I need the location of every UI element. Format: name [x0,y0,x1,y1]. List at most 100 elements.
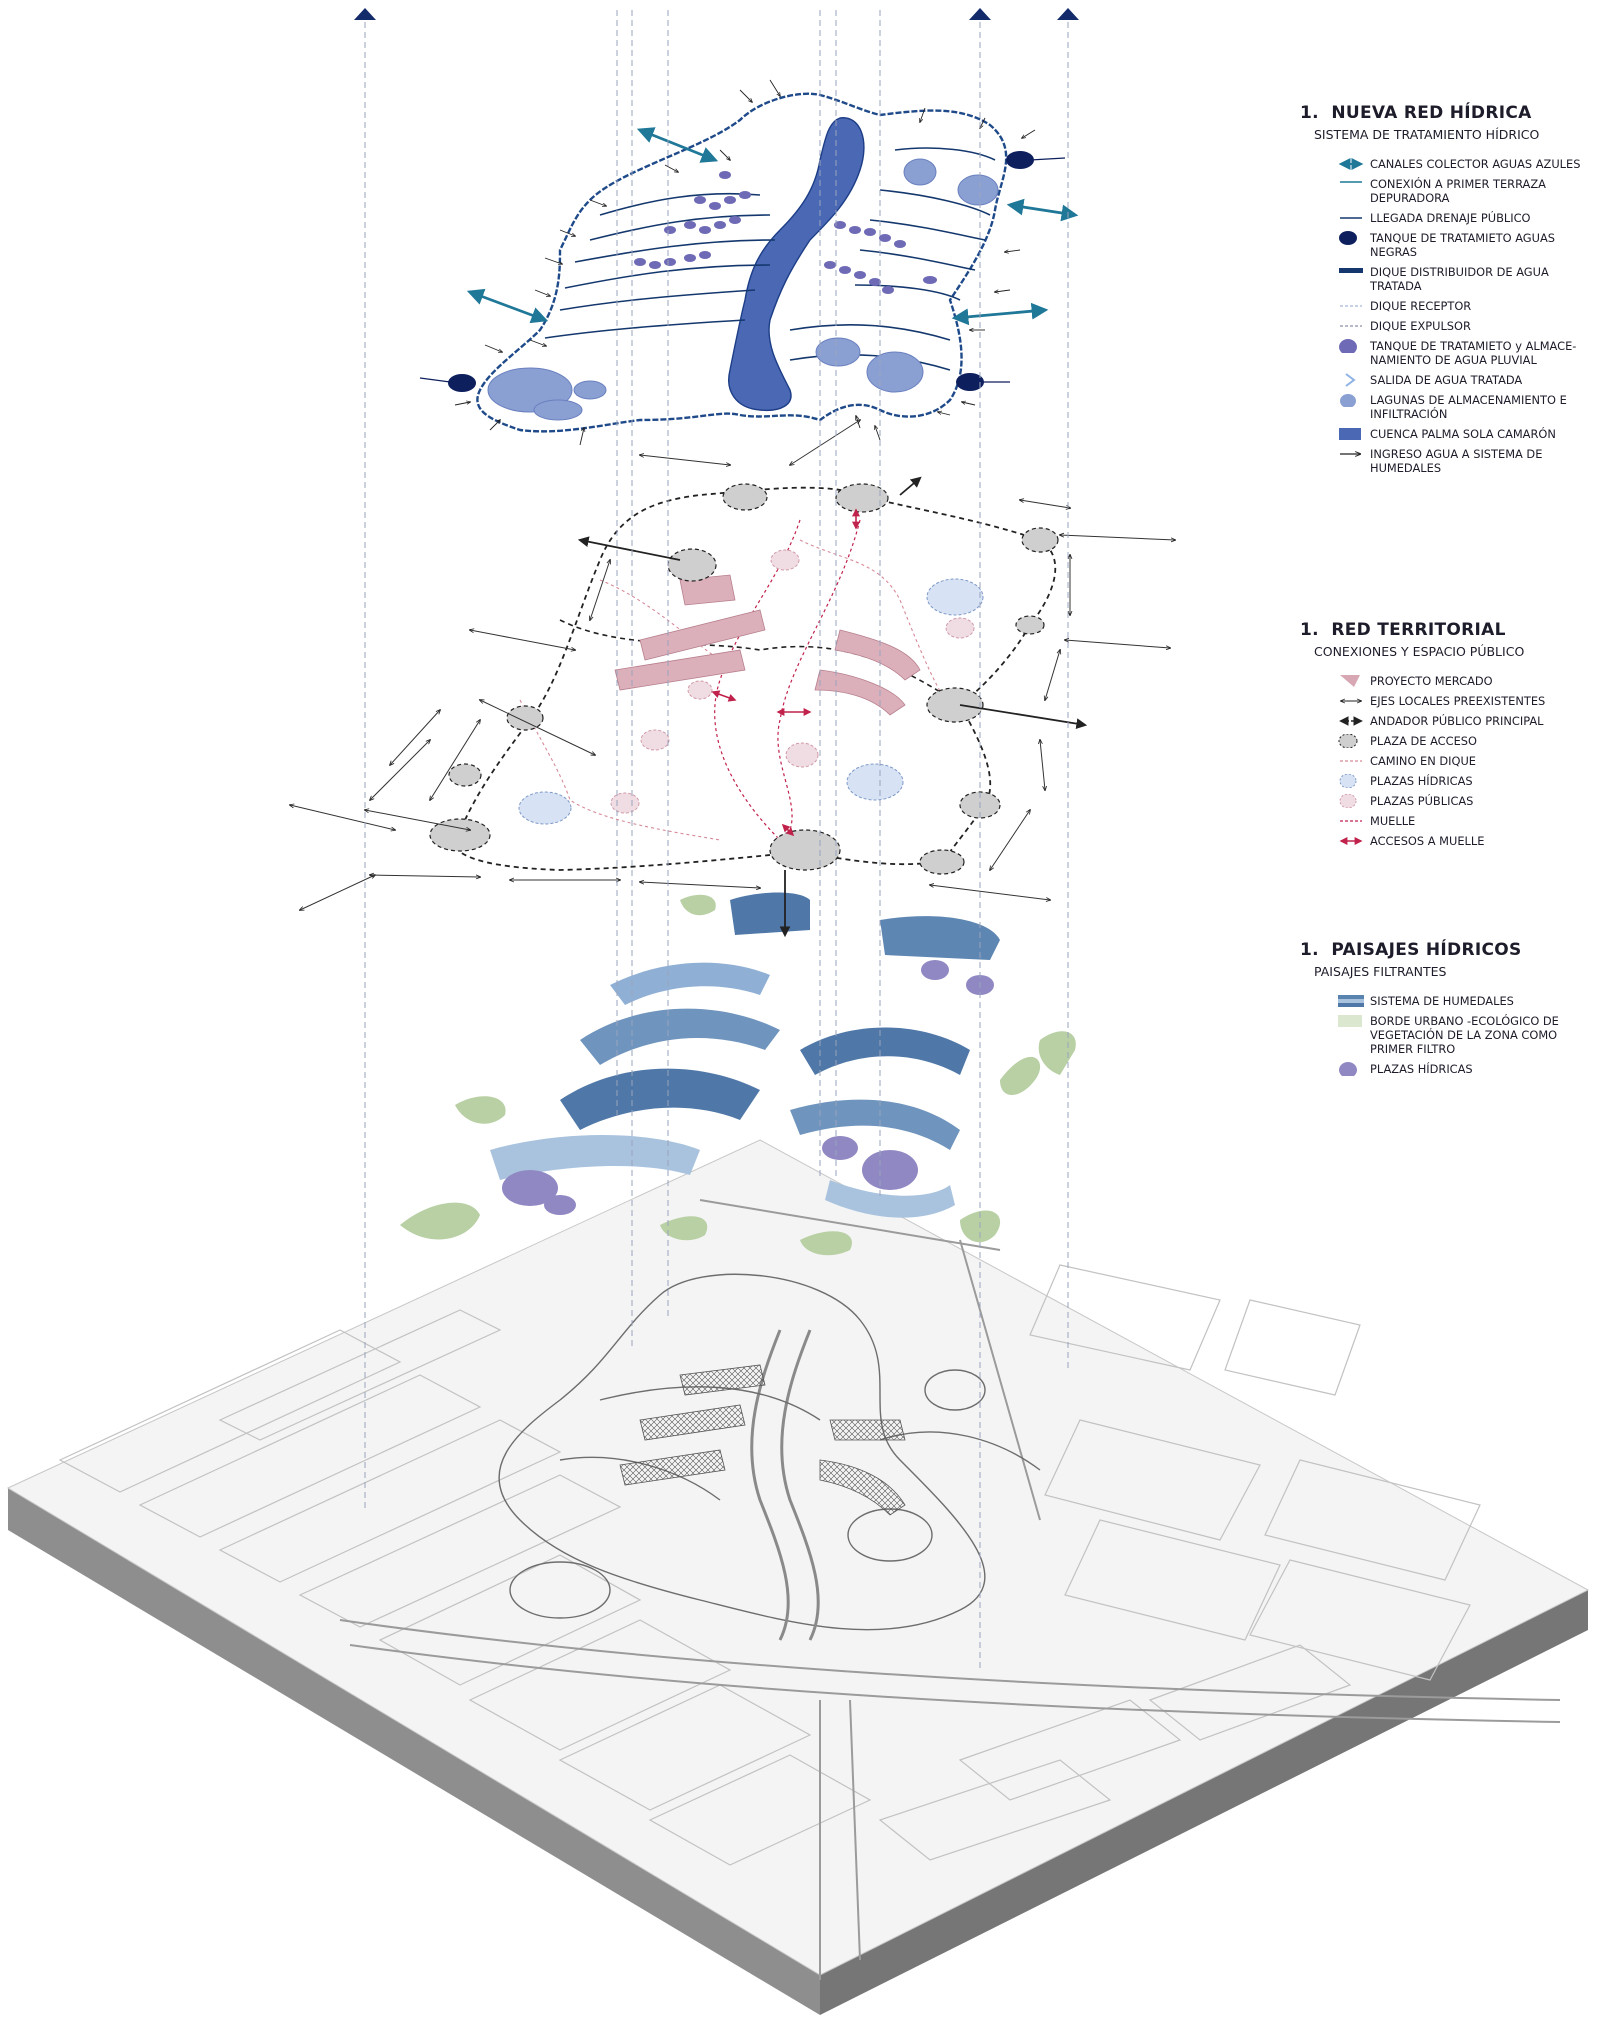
market-projects [615,575,920,715]
layer-nueva-red-hidrica [420,80,1075,445]
double-arrow-dashed-icon [1338,714,1364,728]
legend-item: PLAZA DE ACCESO [1300,734,1590,748]
legend-item: EJES LOCALES PREEXISTENTES [1300,694,1590,708]
north-marker-icon [354,8,376,20]
hydric-plaza-purple [544,1195,576,1215]
base-city-layer [8,1140,1588,2015]
vegetation-patch [680,895,716,915]
dashed-grey-icon [1338,319,1364,333]
legend-item: LAGUNAS DE ALMACENAMIENTO E INFILTRACIÓN [1300,393,1590,421]
legend-item: DIQUE EXPULSOR [1300,319,1590,333]
rect-green-icon [1338,1014,1364,1028]
dashed-pink-icon [1338,754,1364,768]
legend-item: INGRESO AGUA A SISTEMA DE HUMEDALES [1300,447,1590,475]
legend-paisajes-hidricos: 1. PAISAJES HÍDRICOS PAISAJES FILTRANTES… [1300,940,1600,1082]
plaza-de-acceso [449,764,481,786]
vegetation-patch [1039,1031,1076,1075]
legend-item: BORDE URBANO -ECOLÓGICO DE VEGETACIÓN DE… [1300,1014,1590,1056]
legend-title: 1. NUEVA RED HÍDRICA [1300,103,1600,123]
wetland-band [560,1069,760,1130]
legend-red-territorial: 1. RED TERRITORIAL CONEXIONES Y ESPACIO … [1300,620,1600,854]
vegetation-patch [400,1203,480,1240]
wetland-band [880,916,1000,960]
cuenca-palma-sola-camaron [729,118,864,411]
legend-item: CANALES COLECTOR AGUAS AZULES [1300,157,1590,171]
dashed-light-icon [1338,299,1364,313]
hydric-plaza-purple [921,960,949,980]
line-teal-icon [1338,177,1364,191]
circle-grey-icon [1338,734,1364,748]
blob-blue-icon [1338,393,1364,407]
wetland-band [730,893,810,936]
legend-item: PLAZAS HÍDRICAS [1300,1062,1590,1076]
legend-title: 1. PAISAJES HÍDRICOS [1300,940,1600,960]
legend-item: CUENCA PALMA SOLA CAMARÓN [1300,427,1590,441]
legend-item: CAMINO EN DIQUE [1300,754,1590,768]
wetland-band [610,963,770,1005]
double-arrow-red-icon [1338,834,1364,848]
layer-red-territorial [290,420,1175,935]
bar-navy-icon [1338,265,1364,279]
wetland-band [580,1009,780,1065]
legend-list: SISTEMA DE HUMEDALES BORDE URBANO -ECOLÓ… [1300,994,1600,1076]
legend-list: PROYECTO MERCADO EJES LOCALES PREEXISTEN… [1300,674,1600,848]
circle-pink-icon [1338,794,1364,808]
legend-item: DIQUE DISTRIBUIDOR DE AGUA TRATADA [1300,265,1590,293]
legend-item: MUELLE [1300,814,1590,828]
wetland-band [790,1100,960,1150]
hydric-plaza-purple [822,1136,858,1160]
legend-item: CONEXIÓN A PRIMER TERRAZA DEPURADORA [1300,177,1590,205]
plaza-de-acceso [723,484,767,510]
legend-subtitle: PAISAJES FILTRANTES [1314,964,1544,980]
andador-arrows [580,478,1085,935]
arrow-lightblue-icon [1338,373,1364,387]
legend-nueva-red-hidrica: 1. NUEVA RED HÍDRICA SISTEMA DE TRATAMIE… [1300,103,1600,481]
double-arrow-teal-icon [1338,157,1364,171]
hydric-plaza-purple [862,1150,918,1190]
market-block [640,610,765,660]
plaza-de-acceso [836,484,888,512]
arrow-black-icon [1338,447,1364,461]
legend-subtitle: SISTEMA DE TRATAMIENTO HÍDRICO [1314,127,1544,143]
legend-item: LLEGADA DRENAJE PÚBLICO [1300,211,1590,225]
legend-item: TANQUE DE TRATAMIETO y ALMACE- NAMIENTO … [1300,339,1590,367]
plaza-de-acceso [927,688,983,722]
vegetation-patch [1000,1057,1040,1095]
legend-item: PROYECTO MERCADO [1300,674,1590,688]
double-arrow-thin-icon [1338,694,1364,708]
plaza-de-acceso [1022,528,1058,552]
triangle-pink-icon [1338,674,1364,688]
circle-purple-icon [1338,339,1364,353]
market-block [835,630,920,680]
projection-markers [354,8,1079,20]
vegetation-patch [455,1096,506,1123]
plaza-de-acceso [770,830,840,870]
plaza-de-acceso [668,549,716,581]
legend-item: SALIDA DE AGUA TRATADA [1300,373,1590,387]
north-marker-icon [969,8,991,20]
legend-item: ANDADOR PÚBLICO PRINCIPAL [1300,714,1590,728]
plaza-de-acceso [920,850,964,874]
circle-lightblue-icon [1338,774,1364,788]
market-block [615,650,745,690]
legend-item: PLAZAS HÍDRICAS [1300,774,1590,788]
stripes-blue-icon [1338,994,1364,1008]
legend-title: 1. RED TERRITORIAL [1300,620,1600,640]
legend-item: ACCESOS A MUELLE [1300,834,1590,848]
legend-list: CANALES COLECTOR AGUAS AZULES CONEXIÓN A… [1300,157,1600,475]
legend-item: DIQUE RECEPTOR [1300,299,1590,313]
legend-item: TANQUE DE TRATAMIETO AGUAS NEGRAS [1300,231,1590,259]
wetland-band [800,1028,970,1076]
line-navy-icon [1338,211,1364,225]
dashed-red-icon [1338,814,1364,828]
base-plate-top [8,1140,1588,1975]
ellipse-navy-icon [1338,231,1364,245]
north-marker-icon [1057,8,1079,20]
legend-item: PLAZAS PÚBLICAS [1300,794,1590,808]
rect-blue-icon [1338,427,1364,441]
legend-item: SISTEMA DE HUMEDALES [1300,994,1590,1008]
plaza-de-acceso [1016,616,1044,634]
market-block [815,670,905,715]
plaza-de-acceso [507,706,543,730]
circle-purple-icon [1338,1062,1364,1076]
